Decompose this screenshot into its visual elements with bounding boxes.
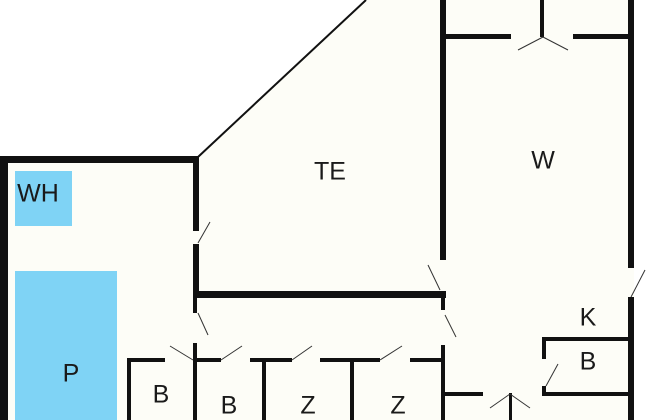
room-label-te: TE: [314, 157, 346, 186]
room-label-z1: Z: [300, 391, 316, 420]
room-label-wh: WH: [17, 179, 59, 208]
room-label-b-left1: B: [152, 380, 170, 409]
fixture-wh: [15, 171, 72, 226]
walls: [0, 0, 634, 420]
room-label-w: W: [531, 146, 555, 175]
diagonal-wall: [197, 0, 367, 158]
room-label-p: P: [62, 359, 80, 388]
room-label-z2: Z: [390, 391, 406, 420]
room-label-b-kitchen: B: [579, 347, 597, 376]
door-swings: [169, 36, 646, 409]
room-label-k: K: [579, 303, 597, 332]
fixture-p: [15, 271, 117, 420]
room-label-b-left2: B: [220, 391, 238, 420]
floor-area: [0, 0, 634, 420]
